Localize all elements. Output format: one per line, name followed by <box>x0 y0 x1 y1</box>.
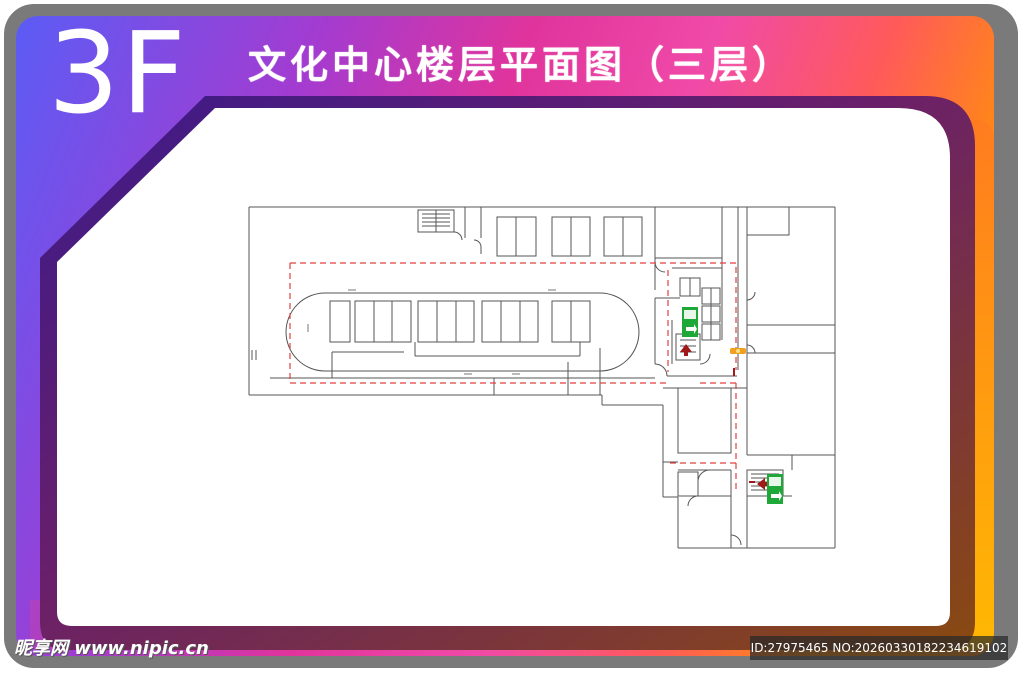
top-rooms <box>496 207 723 259</box>
evacuation-route <box>289 262 740 490</box>
fire-point-icon <box>730 348 746 354</box>
south-wing <box>663 387 835 548</box>
watermark-right: ID:27975465 NO:20260330182234619102 <box>750 636 1008 660</box>
central-track <box>270 292 655 395</box>
stair-top-left <box>417 207 482 254</box>
track-flow-marks <box>307 289 556 375</box>
page-title: 文化中心楼层平面图（三层） <box>248 43 795 87</box>
floor-label: 3F <box>48 9 188 139</box>
exit-sign-icon <box>767 474 783 504</box>
left-wall-marks <box>251 350 257 360</box>
evacuation-arrow-icon <box>680 344 692 356</box>
east-wing <box>654 206 835 395</box>
evacuation-arrow-icon <box>757 478 769 490</box>
exterior-walls <box>248 206 836 549</box>
exit-sign-icon <box>682 307 698 337</box>
floor-plan <box>248 206 836 549</box>
watermark-left: 昵享网 www.nipic.cn <box>14 638 209 659</box>
